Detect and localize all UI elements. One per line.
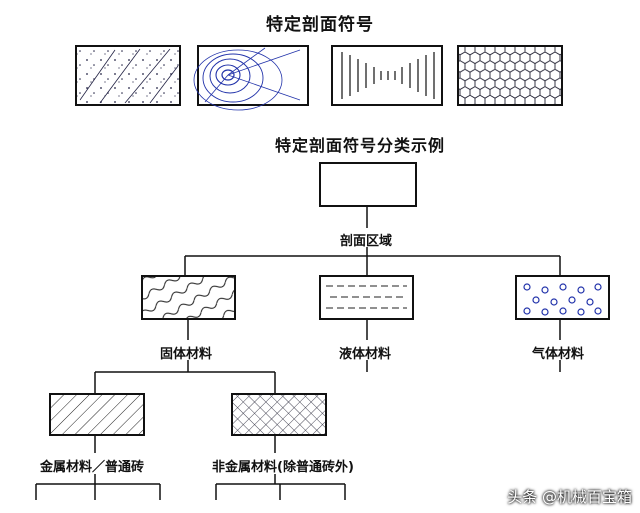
mesh-symbol xyxy=(457,45,563,106)
liquid-material-symbol xyxy=(319,275,414,320)
section-area-box xyxy=(319,162,417,207)
nonmetal-material-symbol xyxy=(231,393,327,436)
gas-material-symbol xyxy=(515,275,610,320)
metal-material-label: 金属材料／普通砖 xyxy=(40,460,145,475)
wood-cross-section-symbol xyxy=(193,45,309,111)
liquid-material-label: 液体材料 xyxy=(339,347,392,362)
tree-connectors xyxy=(35,207,561,500)
laminated-wood-symbol xyxy=(331,45,443,106)
main-title: 特定剖面符号 xyxy=(266,15,374,35)
concrete-symbol xyxy=(75,45,181,106)
gas-material-label: 气体材料 xyxy=(532,347,585,362)
solid-material-label: 固体材料 xyxy=(160,347,213,362)
source-watermark: 头条 @机械百宝箱 xyxy=(507,488,632,506)
metal-material-symbol xyxy=(49,393,145,436)
sub-title: 特定剖面符号分类示例 xyxy=(274,136,445,155)
solid-material-symbol xyxy=(141,275,236,320)
section-area-label: 剖面区域 xyxy=(340,234,393,249)
nonmetal-material-label: 非金属材料(除普通砖外) xyxy=(212,460,354,475)
